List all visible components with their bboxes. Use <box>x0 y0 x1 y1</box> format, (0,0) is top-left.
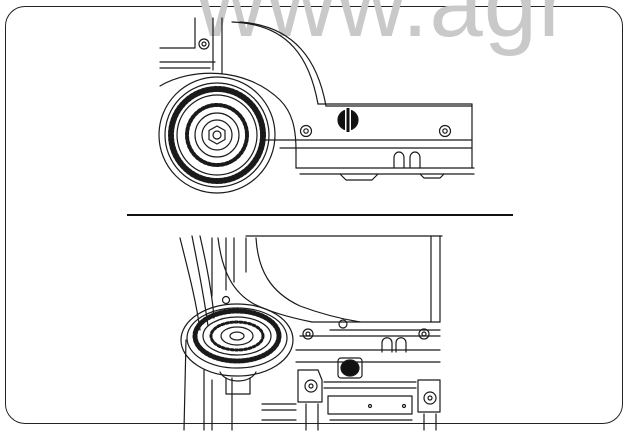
bottom-view-drawing <box>179 235 443 431</box>
section-divider <box>127 214 513 216</box>
top-view-drawing <box>158 17 475 194</box>
